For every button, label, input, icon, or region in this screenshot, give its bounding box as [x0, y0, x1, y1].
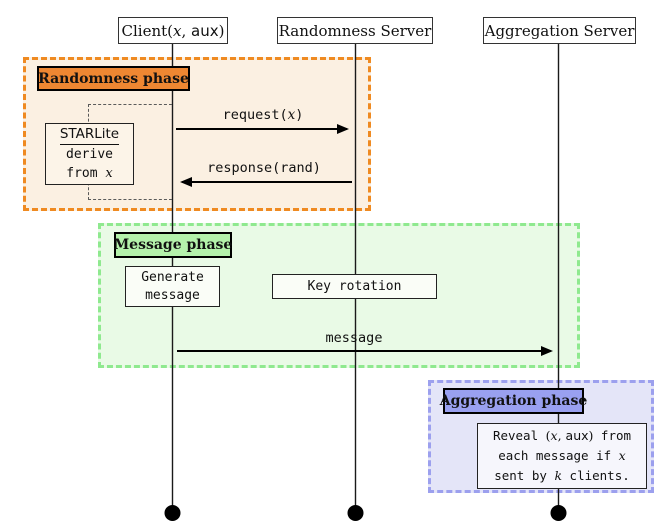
message-phase-label: Message phase [114, 232, 232, 258]
participant-aggregation-server-label: Aggregation Server [484, 21, 635, 40]
aggregation-phase-label: Aggregation phase [440, 388, 587, 414]
participant-randomness-server-label: Randomness Server [278, 21, 432, 40]
generate-message-line1: Generate [141, 269, 204, 285]
message-phase-label-text: Message phase [113, 237, 233, 253]
randomness-phase-label: Randomness phase [37, 66, 190, 91]
generate-message-note: Generate message [125, 266, 220, 307]
reveal-note: Reveal (x, aux) from each message if x s… [477, 423, 647, 489]
participant-randomness-server: Randomness Server [277, 17, 433, 44]
lifeline-end-dot [164, 505, 181, 521]
participant-client: Client(x, aux) [118, 17, 228, 44]
key-rotation-note: Key rotation [272, 274, 437, 299]
lifeline-end-dot [550, 505, 567, 521]
message-message-label: message [325, 330, 383, 346]
lifeline-end-dot [347, 505, 364, 521]
starlite-note-line3: from x [66, 166, 113, 181]
participant-aggregation-server: Aggregation Server [483, 17, 636, 44]
participant-client-label: Client(x, aux) [121, 21, 225, 40]
reveal-note-line3: sent by k clients. [494, 468, 630, 483]
reveal-note-line2: each message if x [498, 448, 626, 463]
starlite-note: STARLite derive from x [45, 123, 134, 185]
response-message-label: response(rand) [207, 160, 321, 176]
starlite-note-title: STARLite [59, 125, 120, 145]
key-rotation-label: Key rotation [307, 278, 402, 294]
aggregation-phase-label-text: Aggregation phase [439, 393, 588, 409]
reveal-note-line1: Reveal (x, aux) from [492, 428, 632, 443]
generate-message-line2: message [145, 287, 200, 303]
starlite-note-line2: derive [66, 147, 113, 162]
randomness-phase-label-text: Randomness phase [38, 70, 189, 87]
request-message-label: request(x) [222, 107, 304, 123]
